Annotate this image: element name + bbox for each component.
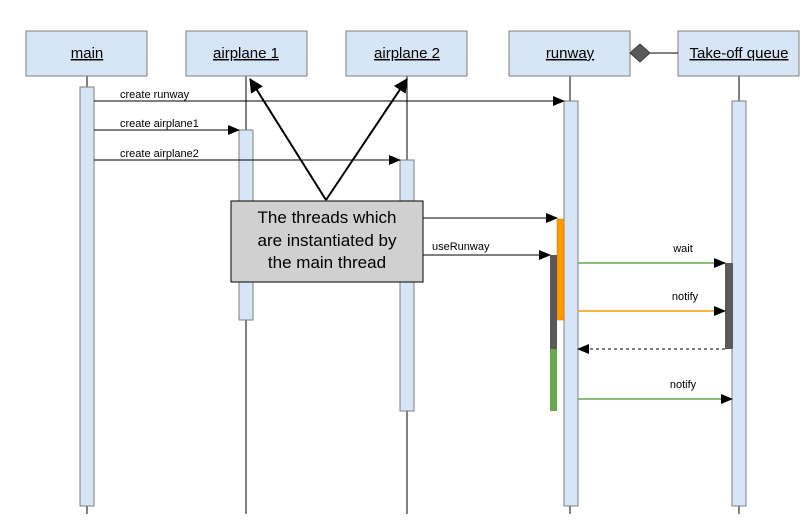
note-box — [230, 200, 424, 283]
activation-main — [79, 86, 95, 507]
object-label-main: main — [71, 45, 104, 62]
message-use-runway-label: useRunway — [432, 241, 490, 253]
activation-take-off-queue — [731, 100, 747, 507]
activation-dark — [550, 255, 557, 349]
object-label-airplane-2: airplane 2 — [374, 45, 440, 62]
message-create-airplane1-label: create airplane1 — [120, 118, 199, 130]
message-create-airplane2-label: create airplane2 — [120, 148, 199, 160]
note-line-2: are instantiated by — [258, 231, 397, 250]
activation-green — [550, 349, 557, 411]
activation-runway — [563, 100, 579, 507]
note-pointer-airplane-2 — [325, 78, 408, 201]
message-notify-2-label: notify — [670, 379, 697, 391]
object-box-airplane-1 — [185, 30, 308, 77]
note-line-3: the main thread — [268, 253, 386, 272]
message-create-runway-label: create runway — [120, 89, 190, 101]
object-label-airplane-1: airplane 1 — [213, 45, 279, 62]
activation-airplane-2 — [399, 159, 415, 412]
message-wait-label: wait — [672, 243, 693, 255]
note-line-1: The threads which — [258, 208, 397, 227]
aggregation-diamond-icon — [629, 43, 651, 63]
object-box-runway — [508, 30, 631, 77]
object-box-take-off-queue — [677, 30, 800, 77]
object-label-runway: runway — [546, 45, 595, 62]
object-label-take-off-queue: Take-off queue — [690, 45, 789, 62]
note-pointer-airplane-1 — [249, 78, 327, 201]
object-box-main — [25, 30, 148, 77]
object-box-airplane-2 — [345, 30, 468, 77]
message-notify-1-label: notify — [672, 291, 699, 303]
activation-orange — [556, 218, 565, 321]
activation-queue-dark — [725, 263, 733, 349]
